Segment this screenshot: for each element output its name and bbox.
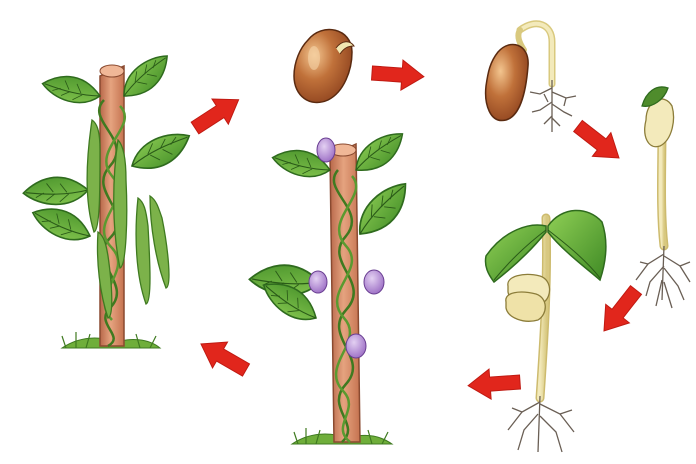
germinating-seed-icon	[486, 24, 576, 132]
bean-seed-icon	[294, 30, 354, 103]
arrow-germinating-to-seedling	[569, 114, 628, 170]
arrow-seedling-to-young-plant	[592, 281, 648, 340]
flowering-plant-icon	[248, 130, 419, 444]
pod-plant-icon	[22, 53, 193, 348]
arrow-seed-to-germinating	[371, 58, 425, 92]
arrow-young-plant-to-flowering	[467, 367, 521, 401]
seedling-icon	[636, 87, 690, 308]
arrow-pods-to-seed	[187, 87, 247, 140]
arrow-flowering-to-pods	[193, 331, 253, 383]
young-plant-icon	[485, 210, 605, 452]
